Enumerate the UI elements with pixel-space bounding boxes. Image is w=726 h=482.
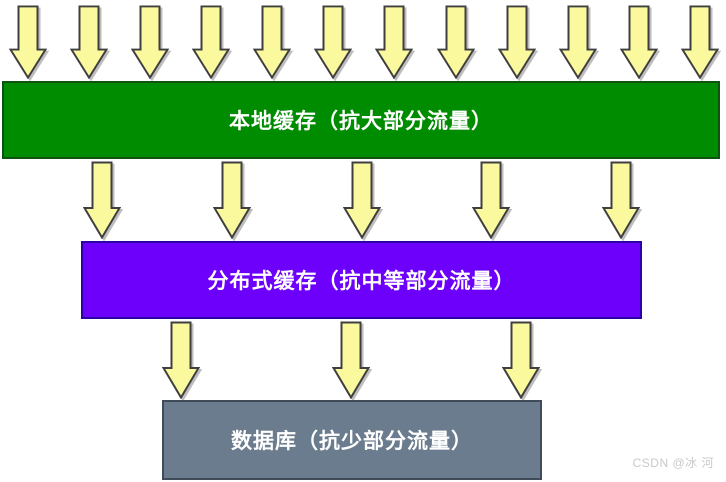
- local-cache-box: 本地缓存（抗大部分流量）: [2, 81, 720, 159]
- down-arrow-icon: [162, 321, 200, 399]
- down-arrow-icon: [602, 161, 640, 239]
- csdn-watermark: CSDN @冰 河: [632, 456, 714, 470]
- down-arrow-icon: [314, 5, 353, 79]
- down-arrow-icon: [436, 5, 475, 79]
- down-arrow-icon: [253, 5, 292, 79]
- down-arrow-icon: [83, 161, 121, 239]
- down-arrow-icon: [375, 5, 414, 79]
- down-arrow-icon: [502, 321, 540, 399]
- down-arrow-icon: [9, 5, 47, 79]
- to-database-arrow-row: [162, 321, 540, 399]
- down-arrow-icon: [680, 5, 719, 79]
- distributed-cache-box: 分布式缓存（抗中等部分流量）: [81, 241, 642, 319]
- database-box: 数据库（抗少部分流量）: [162, 400, 542, 480]
- down-arrow-icon: [131, 5, 170, 79]
- down-arrow-icon: [332, 321, 370, 399]
- down-arrow-icon: [70, 5, 109, 79]
- down-arrow-icon: [212, 161, 251, 239]
- to-distributed-cache-arrow-row: [83, 161, 640, 239]
- distributed-cache-label: 分布式缓存（抗中等部分流量）: [207, 270, 516, 293]
- down-arrow-icon: [472, 161, 511, 239]
- down-arrow-icon: [342, 161, 381, 239]
- local-cache-label: 本地缓存（抗大部分流量）: [229, 110, 493, 133]
- down-arrow-icon: [558, 5, 597, 79]
- database-label: 数据库（抗少部分流量）: [231, 430, 473, 453]
- down-arrow-icon: [497, 5, 536, 79]
- down-arrow-icon: [192, 5, 231, 79]
- incoming-traffic-arrow-row: [9, 5, 719, 79]
- down-arrow-icon: [619, 5, 658, 79]
